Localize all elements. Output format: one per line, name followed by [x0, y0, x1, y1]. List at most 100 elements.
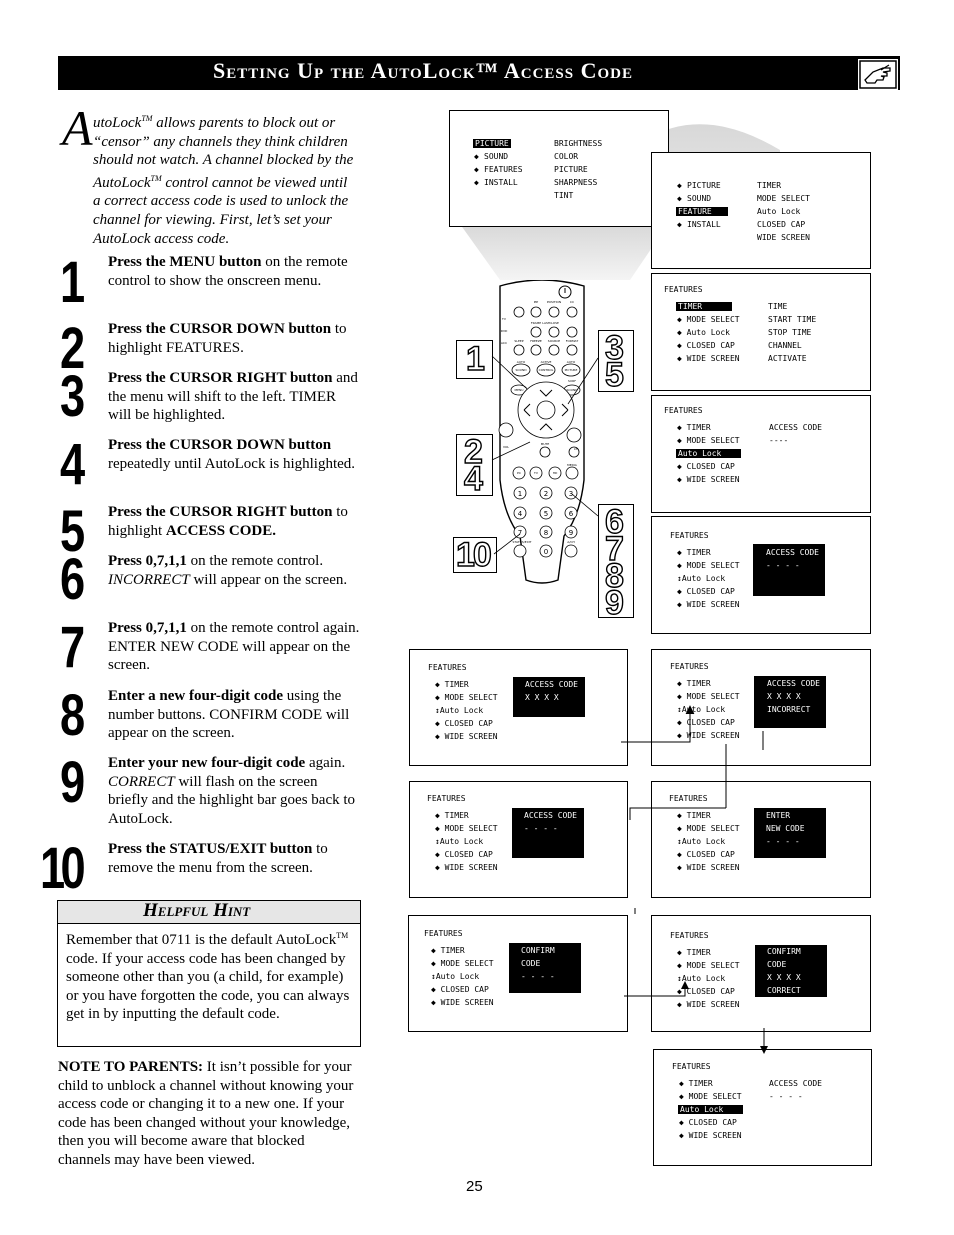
access-code-panel [753, 544, 825, 596]
menu-screen-incorrect: FEATURES ◆ TIMER ◆ MODE SELECT ↕Auto Loc… [651, 649, 871, 766]
menu-screen-step8: FEATURES ◆ TIMER ◆ MODE SELECT ↕Auto Loc… [409, 649, 628, 766]
submenu-item: STOP TIME [768, 328, 812, 337]
menu-screen-confirm-blank: FEATURES ◆ TIMER ◆ MODE SELECT ↕Auto Loc… [408, 915, 628, 1032]
intro-text-b: control cannot be viewed until a correct… [93, 174, 349, 247]
helpful-hint-box [57, 900, 361, 1047]
submenu-item: CHANNEL [768, 341, 802, 350]
svg-text:AUTO: AUTO [567, 360, 576, 364]
page-number: 25 [466, 1178, 483, 1195]
svg-text:9: 9 [569, 529, 573, 537]
submenu-item: MODE SELECT [757, 194, 810, 203]
screen-header: FEATURES [664, 406, 703, 415]
svg-text:2: 2 [544, 490, 548, 498]
menu-screen-features: PICTURE SOUND FEATURE INSTALL TIMER MODE… [651, 152, 871, 269]
intro-paragraph: utoLockTM allows parents to block out or… [66, 110, 358, 248]
hand-pointing-icon [858, 59, 898, 90]
callout-10 [453, 537, 497, 573]
submenu-item: PICTURE [554, 165, 588, 174]
tm-mark: TM [141, 114, 153, 123]
step-number: 1 [60, 250, 85, 315]
tm-mark: TM [150, 173, 162, 183]
svg-text:FORMAT: FORMAT [566, 339, 579, 343]
callout-number: 4 [463, 460, 483, 498]
step-number: 9 [60, 750, 85, 815]
menu-screen-autolock: FEATURES ◆ TIMER ◆ MODE SELECT Auto Lock… [651, 395, 871, 513]
menu-screen-correct: FEATURES ◆ TIMER ◆ MODE SELECT ↕Auto Loc… [651, 915, 871, 1032]
svg-text:CLOSE: CLOSE [549, 321, 559, 325]
submenu-item: TINT [554, 191, 574, 200]
svg-text:1: 1 [518, 490, 522, 498]
menu-screen-enter-new-code: FEATURES ◆ TIMER ◆ MODE SELECT ↕Auto Loc… [651, 781, 871, 898]
submenu-item: BRIGHTNESS [554, 139, 603, 148]
callout-leaders [491, 355, 599, 555]
menu-screen-final: FEATURES ◆ TIMER ◆ MODE SELECT Auto Lock… [653, 1049, 872, 1166]
menu-item-picture: PICTURE [473, 139, 511, 148]
svg-text:VOL: VOL [503, 445, 509, 449]
step-text: Press the STATUS/EXIT button to remove t… [108, 841, 328, 876]
svg-text:LAST: LAST [542, 321, 550, 325]
svg-text:4: 4 [518, 510, 523, 518]
submenu-item: CLOSED CAP [757, 220, 806, 229]
svg-text:SLEEP: SLEEP [514, 339, 523, 343]
remote-label-pip: PIP [534, 300, 539, 304]
step-text: Press the CURSOR DOWN button to highligh… [108, 321, 347, 356]
svg-text:CH: CH [574, 447, 578, 451]
helpful-hint-header [58, 901, 360, 924]
svg-text:7: 7 [518, 529, 522, 537]
svg-text:SOUND: SOUND [566, 388, 578, 392]
step-text: Enter your new four-digit code again. CO… [108, 755, 356, 827]
screen-header: FEATURES [664, 285, 703, 294]
callout-number: 7 [604, 530, 624, 568]
svg-text:PC: PC [517, 471, 521, 475]
step-text: Press 0,7,1,1 on the remote control. INC… [108, 553, 348, 588]
menu-screen-access-code: FEATURES ◆ TIMER ◆ MODE SELECT ↕Auto Loc… [651, 516, 871, 634]
callout-2-4 [456, 434, 493, 496]
callout-number: 5 [604, 356, 624, 394]
menu-screen-main: PICTURE SOUND FEATURES INSTALL BRIGHTNES… [449, 110, 669, 227]
svg-text:MUTE: MUTE [541, 442, 550, 446]
submenu-item: WIDE SCREEN [757, 233, 810, 242]
access-code-value: ---- [769, 436, 789, 445]
svg-text:PICTURE: PICTURE [565, 368, 578, 372]
svg-text:DVD: DVD [501, 329, 508, 333]
remote-control: PIP POSITION CC TV DVD ACC FRAME LAST CL… [498, 280, 585, 584]
callout-number: 1 [465, 340, 485, 378]
confirm-label: CONFIRM [521, 946, 555, 955]
menu-screen-step7: FEATURES ◆ TIMER ◆ MODE SELECT ↕Auto Loc… [409, 781, 628, 898]
svg-text:AUTO: AUTO [517, 360, 526, 364]
submenu-item: SHARPNESS [554, 178, 598, 187]
callout-6-9 [598, 504, 634, 618]
callout-number: 3 [604, 329, 624, 367]
page-title: Setting Up the AutoLock™ Access Code [213, 58, 633, 83]
menu-item-install: INSTALL [484, 178, 518, 187]
callout-number: 2 [463, 433, 483, 471]
menu-item-feature: FEATURE [676, 207, 728, 216]
svg-text:6: 6 [569, 510, 574, 518]
helpful-hint-body: Remember that 0711 is the default AutoLo… [66, 931, 350, 1023]
submenu-item: ACTIVATE [768, 354, 807, 363]
menu-item-features: FEATURES [484, 165, 523, 174]
svg-text:ACC: ACC [501, 341, 507, 345]
step-text: Enter a new four-digit code using the nu… [108, 688, 350, 742]
svg-text:8: 8 [544, 529, 548, 537]
menu-item-sound: SOUND [484, 152, 509, 161]
svg-text:POSITION: POSITION [547, 300, 561, 304]
step-number: 6 [60, 547, 85, 612]
submenu-item: Auto Lock [757, 207, 801, 216]
step-text: Press 0,7,1,1 on the remote control agai… [108, 620, 360, 674]
step-text: Press the CURSOR RIGHT button to highlig… [108, 504, 348, 539]
svg-text:MEDIA: MEDIA [567, 463, 578, 467]
svg-text:CC: CC [570, 300, 574, 304]
access-code-label: ACCESS CODE [769, 423, 822, 432]
menu-item-install: INSTALL [687, 220, 721, 229]
intro-line1: utoLock [93, 115, 142, 131]
svg-text:FRAME: FRAME [531, 321, 541, 325]
svg-text:ACTIVE: ACTIVE [541, 360, 552, 364]
incorrect-label: INCORRECT [767, 705, 811, 714]
callout-number: 6 [604, 503, 624, 541]
step-text: Press the MENU button on the remote cont… [108, 254, 348, 289]
menu-item-picture: PICTURE [687, 181, 721, 190]
enter-label: ENTER [766, 811, 791, 820]
svg-text:CONTROL: CONTROL [539, 368, 554, 372]
step-number: 10 [40, 836, 86, 901]
